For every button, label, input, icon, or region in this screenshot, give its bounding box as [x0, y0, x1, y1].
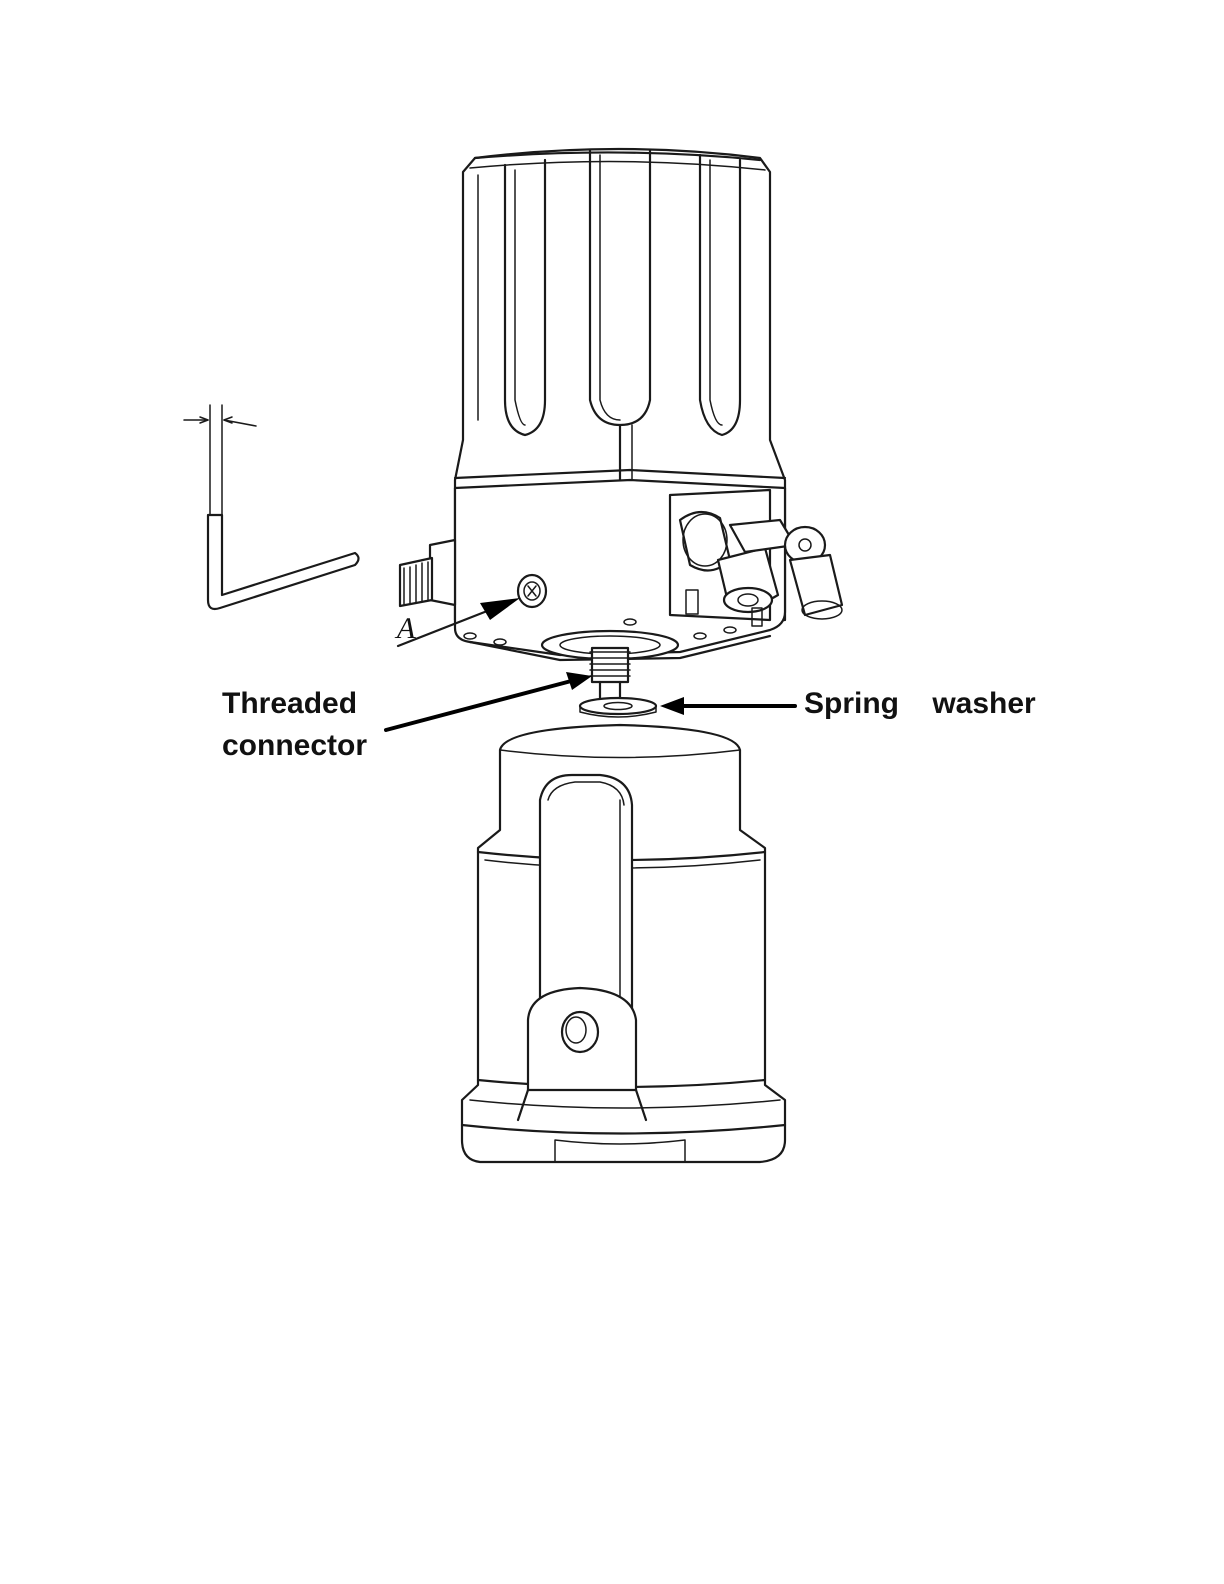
spring-washer-part: [580, 698, 656, 717]
lower-valve-body: [462, 725, 785, 1162]
threaded-connector-leader: [386, 672, 592, 730]
spring-washer-label: Spring washer: [804, 683, 1036, 725]
allen-key-icon: [184, 405, 359, 609]
pneumatic-elbow-fittings: [670, 490, 842, 626]
threaded-connector-label-line2: connector: [222, 725, 367, 767]
threaded-connector-label-line1: Threaded: [222, 683, 357, 725]
cap-screw-a: [518, 575, 546, 607]
side-port-fitting: [400, 540, 455, 606]
threaded-connector-part: [590, 648, 630, 700]
spring-washer-leader: [660, 697, 795, 715]
